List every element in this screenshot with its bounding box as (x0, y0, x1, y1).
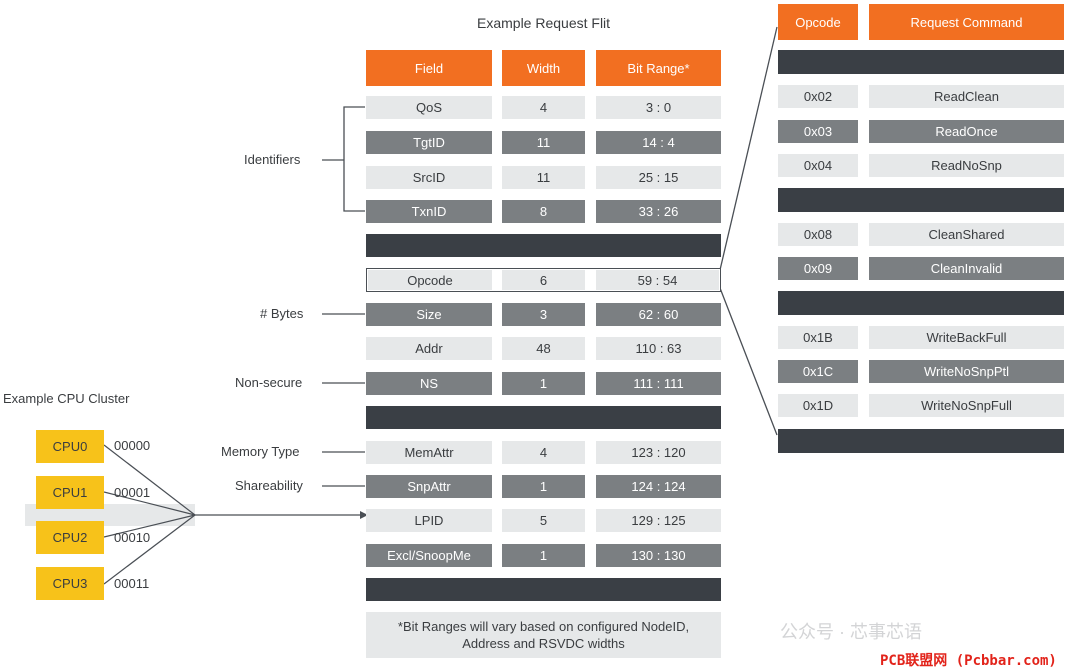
cpu0-id: 00000 (114, 438, 151, 453)
width-lpid: 5 (502, 509, 585, 532)
width-txnid: 8 (502, 200, 585, 223)
label-identifiers: Identifiers (244, 152, 301, 167)
header-opcode: Opcode (778, 4, 858, 40)
opcode-code: 0x09 (778, 257, 858, 280)
opcode-code: 0x1D (778, 394, 858, 417)
range-memattr: 123 : 120 (596, 441, 721, 464)
label-bytes: # Bytes (260, 306, 304, 321)
footnote-line: *Bit Ranges will vary based on configure… (397, 619, 690, 634)
range-ns: 111 : 111 (596, 372, 721, 395)
field-lpid: LPID (366, 509, 492, 532)
range-qos: 3 : 0 (596, 96, 721, 119)
cpu1-box: CPU1 (36, 476, 104, 509)
opcode-command: WriteNoSnpFull (869, 394, 1064, 417)
width-size: 3 (502, 303, 585, 326)
width-qos: 4 (502, 96, 585, 119)
wechat-watermark: 公众号 · 芯事芯语 (780, 622, 922, 642)
opcode-code: 0x04 (778, 154, 858, 177)
field-excl-snoopme: Excl/SnoopMe (366, 544, 492, 567)
header-request-command: Request Command (869, 4, 1064, 40)
opcode-expansion-lines (719, 26, 778, 436)
field-addr: Addr (366, 337, 492, 360)
header-field: Field (366, 50, 492, 86)
opcode-command: CleanShared (869, 223, 1064, 246)
field-tgtid: TgtID (366, 131, 492, 154)
width-addr: 48 (502, 337, 585, 360)
header-bit-range: Bit Range* (596, 50, 721, 86)
opcode-code: 0x1C (778, 360, 858, 383)
separator-bar (366, 406, 721, 429)
opcode-command: CleanInvalid (869, 257, 1064, 280)
cpu-cluster-title: Example CPU Cluster (3, 391, 130, 406)
width-srcid: 11 (502, 166, 585, 189)
range-excl-snoopme: 130 : 130 (596, 544, 721, 567)
field-qos: QoS (366, 96, 492, 119)
field-txnid: TxnID (366, 200, 492, 223)
width-opcode: 6 (502, 270, 585, 290)
cpu-fan-lines (25, 444, 368, 585)
range-addr: 110 : 63 (596, 337, 721, 360)
opcode-command: ReadNoSnp (869, 154, 1064, 177)
label-memory-type: Memory Type (221, 444, 300, 459)
opcode-command: WriteBackFull (869, 326, 1064, 349)
brand-watermark: PCB联盟网 (Pcbbar.com) (880, 653, 1057, 669)
separator-bar (778, 50, 1064, 74)
separator-bar (778, 188, 1064, 212)
separator-bar (778, 291, 1064, 315)
cpu1-id: 00001 (114, 485, 151, 500)
range-tgtid: 14 : 4 (596, 131, 721, 154)
field-opcode: Opcode (368, 270, 492, 290)
separator-bar (366, 578, 721, 601)
field-memattr: MemAttr (366, 441, 492, 464)
width-tgtid: 11 (502, 131, 585, 154)
opcode-code: 0x03 (778, 120, 858, 143)
range-opcode: 59 : 54 (596, 270, 719, 290)
bit-range-footnote: *Bit Ranges will vary based on configure… (366, 612, 721, 658)
opcode-command: ReadOnce (869, 120, 1064, 143)
field-ns: NS (366, 372, 492, 395)
cpu2-id: 00010 (114, 530, 151, 545)
flit-title: Example Request Flit (477, 15, 611, 31)
width-ns: 1 (502, 372, 585, 395)
separator-bar (778, 429, 1064, 453)
opcode-code: 0x08 (778, 223, 858, 246)
cpu3-box: CPU3 (36, 567, 104, 600)
range-srcid: 25 : 15 (596, 166, 721, 189)
field-snpattr: SnpAttr (366, 475, 492, 498)
label-shareability: Shareability (235, 478, 303, 493)
opcode-command: WriteNoSnpPtl (869, 360, 1064, 383)
opcode-code: 0x02 (778, 85, 858, 108)
opcode-command: ReadClean (869, 85, 1064, 108)
range-txnid: 33 : 26 (596, 200, 721, 223)
footnote-line: Address and RSVDC widths (462, 636, 625, 651)
label-non-secure: Non-secure (235, 375, 303, 390)
cpu2-box: CPU2 (36, 521, 104, 554)
cpu0-box: CPU0 (36, 430, 104, 463)
width-snpattr: 1 (502, 475, 585, 498)
range-size: 62 : 60 (596, 303, 721, 326)
width-memattr: 4 (502, 441, 585, 464)
opcode-code: 0x1B (778, 326, 858, 349)
field-srcid: SrcID (366, 166, 492, 189)
separator-bar (366, 234, 721, 257)
range-snpattr: 124 : 124 (596, 475, 721, 498)
cpu3-id: 00011 (114, 576, 150, 591)
width-excl-snoopme: 1 (502, 544, 585, 567)
field-size: Size (366, 303, 492, 326)
range-lpid: 129 : 125 (596, 509, 721, 532)
identifiers-bracket (322, 106, 365, 212)
header-width: Width (502, 50, 585, 86)
annotation-leaders (322, 313, 365, 487)
